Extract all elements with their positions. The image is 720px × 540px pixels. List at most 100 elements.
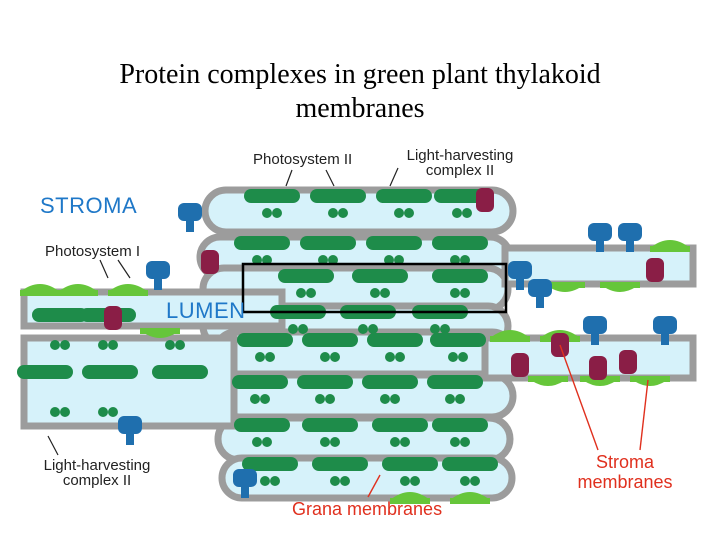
atp-synthase-stalk	[186, 218, 194, 232]
photosystem-ii-knob	[460, 437, 470, 447]
photosystem-ii-complex	[232, 375, 288, 389]
stroma-membranes-line-2: membranes	[577, 472, 673, 492]
diagram-title: Protein complexes in green plant thylako…	[0, 58, 720, 126]
photosystem-ii-knob	[410, 476, 420, 486]
photosystem-ii-knob	[328, 208, 338, 218]
atp-synthase-stalk	[591, 331, 599, 345]
atp-synthase-head	[653, 316, 677, 334]
photosystem-ii-knob	[380, 394, 390, 404]
photosystem-ii-complex	[297, 375, 353, 389]
photosystem-ii-complex	[234, 236, 290, 250]
atp-synthase-stalk	[126, 431, 134, 445]
photosystem-ii-knob	[460, 476, 470, 486]
lhc-ii-complex	[646, 258, 664, 282]
photosystem-ii-knob	[340, 476, 350, 486]
photosystem-ii-knob	[325, 394, 335, 404]
photosystem-ii-complex	[152, 365, 208, 379]
lhc-ii-complex	[104, 306, 122, 330]
photosystem-ii-knob	[430, 324, 440, 334]
photosystem-ii-knob	[252, 255, 262, 265]
photosystem-ii-complex	[237, 333, 293, 347]
photosystem-ii-knob	[165, 340, 175, 350]
highlight-box	[241, 262, 508, 314]
pointer-line	[117, 259, 131, 279]
photosystem-ii-knob	[288, 324, 298, 334]
photosystem-ii-knob	[368, 324, 378, 334]
photosystem-ii-knob	[330, 476, 340, 486]
photosystem-ii-knob	[460, 288, 470, 298]
photosystem-ii-complex	[82, 365, 138, 379]
pointer-line	[47, 435, 59, 456]
photosystem-ii-knob	[460, 255, 470, 265]
photosystem-ii-knob	[60, 407, 70, 417]
photosystem-ii-knob	[450, 288, 460, 298]
photosystem-ii-knob	[440, 324, 450, 334]
photosystem-ii-knob	[270, 476, 280, 486]
photosystem-ii-knob	[452, 208, 462, 218]
photosystem-ii-knob	[262, 437, 272, 447]
pointer-line-red	[367, 474, 381, 498]
photosystem-ii-knob	[98, 407, 108, 417]
photosystem-ii-knob	[250, 394, 260, 404]
photosystem-ii-knob	[448, 352, 458, 362]
atp-synthase-head	[618, 223, 642, 241]
photosystem-ii-knob	[306, 288, 316, 298]
photosystem-ii-knob	[60, 340, 70, 350]
lhc-ii-bottom-line-1: Light-harvesting	[43, 457, 151, 474]
photosystem-ii-complex	[302, 333, 358, 347]
photosystem-ii-knob	[390, 437, 400, 447]
photosystem-ii-knob	[272, 208, 282, 218]
pointer-line	[99, 259, 109, 279]
photosystem-ii-complex	[432, 236, 488, 250]
photosystem-ii-knob	[255, 352, 265, 362]
photosystem-ii-knob	[320, 437, 330, 447]
pointer-line	[285, 169, 293, 187]
atp-synthase-stalk	[154, 276, 162, 290]
lhc-ii-complex	[511, 353, 529, 377]
photosystem-ii-knob	[265, 352, 275, 362]
photosystem-ii-complex	[278, 269, 334, 283]
photosystem-ii-complex	[382, 457, 438, 471]
photosystem-ii-knob	[400, 476, 410, 486]
atp-synthase-stalk	[241, 484, 249, 498]
atp-synthase-stalk	[626, 238, 634, 252]
photosystem-ii-complex	[442, 457, 498, 471]
photosystem-ii-knob	[330, 437, 340, 447]
pointer-line	[389, 167, 399, 187]
atp-synthase-stalk	[536, 294, 544, 308]
photosystem-ii-knob	[390, 394, 400, 404]
photosystem-ii-complex	[302, 418, 358, 432]
photosystem-ii-knob	[108, 340, 118, 350]
photosystem-ii-complex	[430, 333, 486, 347]
stroma-label: STROMA	[40, 193, 138, 218]
photosystem-ii-knob	[260, 394, 270, 404]
photosystem-ii-knob	[262, 208, 272, 218]
lhc-ii-bottom-line-2: complex II	[62, 472, 132, 489]
atp-synthase-head	[118, 416, 142, 434]
photosystem-ii-knob	[318, 255, 328, 265]
photosystem-ii-complex	[312, 457, 368, 471]
photosystem-ii-knob	[320, 352, 330, 362]
photosystem-ii-knob	[328, 255, 338, 265]
photosystem-ii-knob	[450, 255, 460, 265]
lhc-ii-complex	[201, 250, 219, 274]
atp-synthase-stalk	[596, 238, 604, 252]
title-line-2: membranes	[295, 93, 425, 124]
photosystem-ii-knob	[98, 340, 108, 350]
photosystem-ii-label: Photosystem II	[253, 151, 353, 168]
photosystem-i-base	[20, 290, 60, 296]
photosystem-ii-knob	[380, 288, 390, 298]
lhc-ii-complex	[589, 356, 607, 380]
photosystem-ii-complex	[352, 269, 408, 283]
photosystem-ii-complex	[432, 418, 488, 432]
atp-synthase-stalk	[661, 331, 669, 345]
lhc-ii-bottom-label: Light-harvesting complex II	[33, 458, 161, 488]
atp-synthase-head	[233, 469, 257, 487]
lhc-ii-top-label: Light-harvesting complex II	[396, 148, 524, 178]
photosystem-ii-knob	[50, 407, 60, 417]
photosystem-i-base	[390, 498, 430, 504]
photosystem-ii-knob	[462, 208, 472, 218]
title-line-1: Protein complexes in green plant thylako…	[119, 59, 601, 90]
lhc-ii-top-line-2: complex II	[425, 162, 495, 179]
photosystem-ii-complex	[32, 308, 88, 322]
